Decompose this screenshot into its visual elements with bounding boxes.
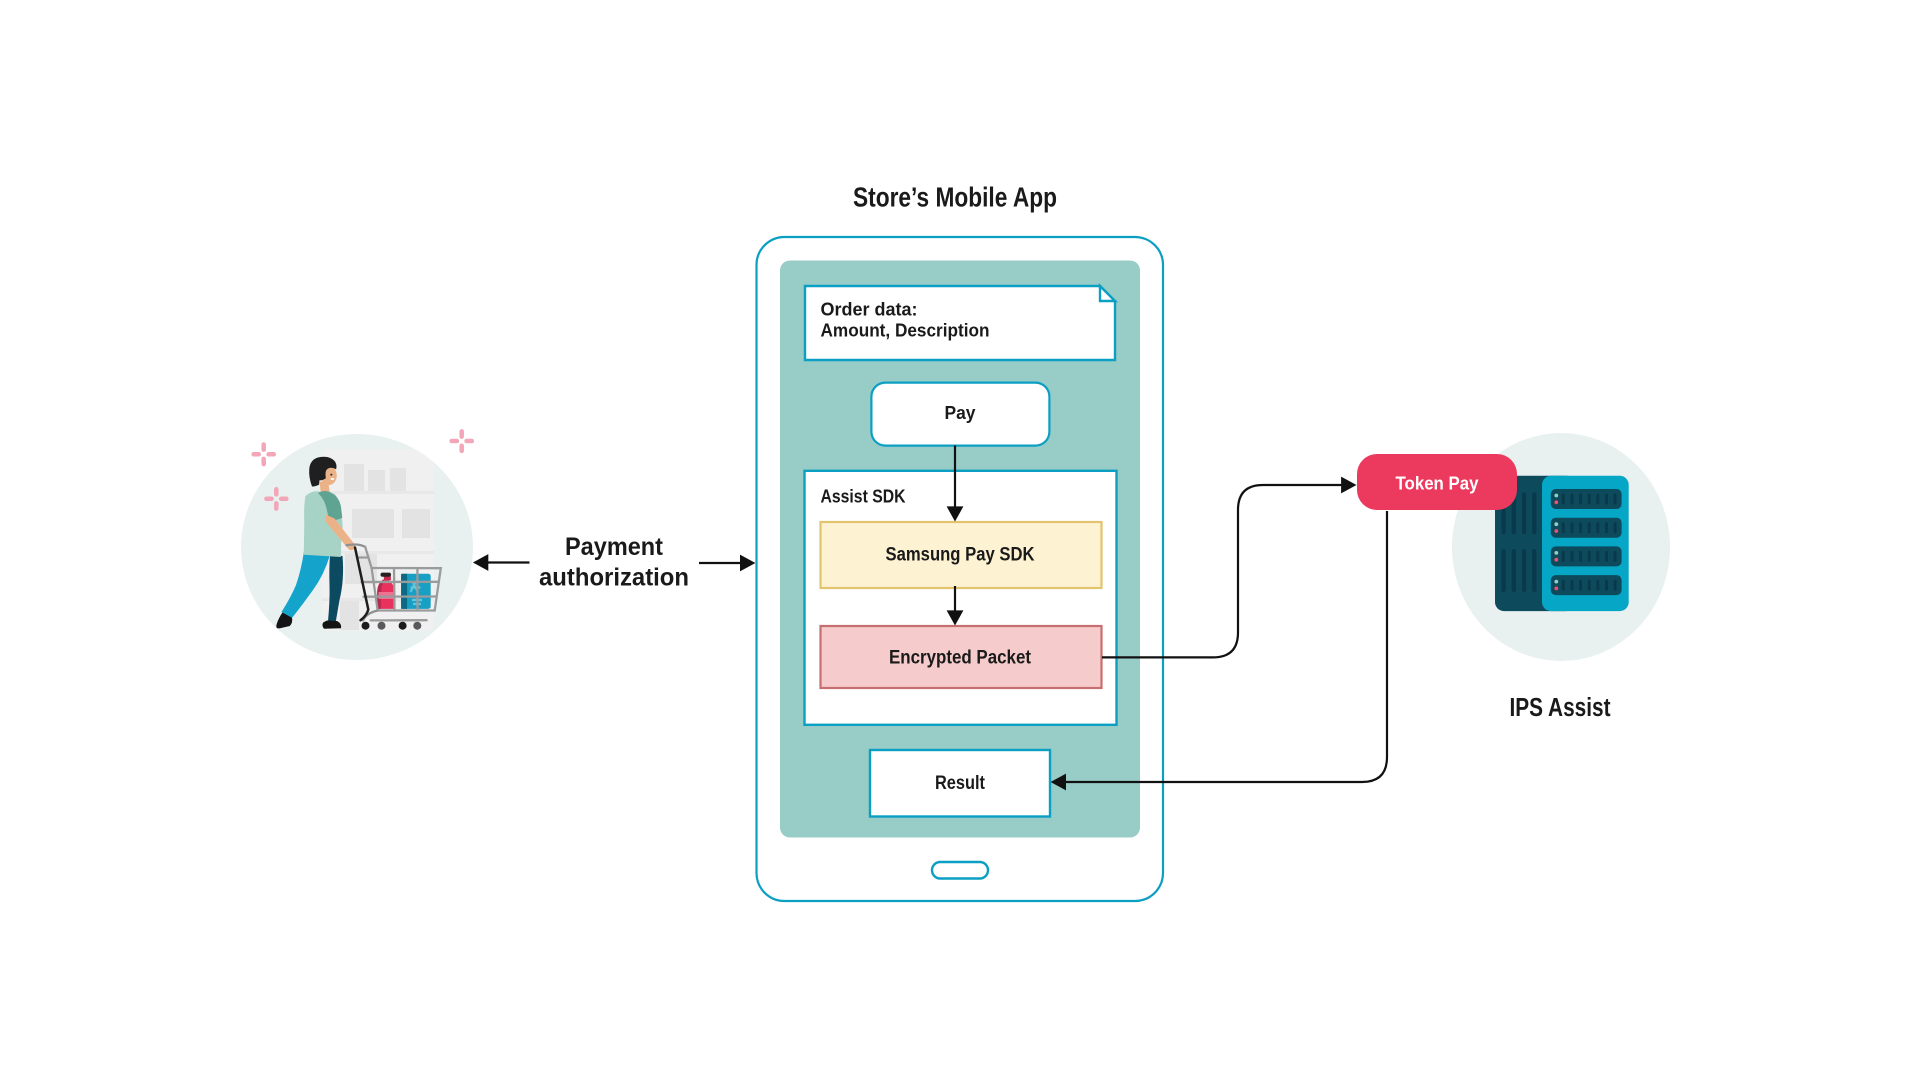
svg-text:Store’s Mobile App: Store’s Mobile App (853, 182, 1057, 213)
svg-text:IPS Assist: IPS Assist (1510, 694, 1611, 722)
svg-text:Payment: Payment (565, 533, 664, 561)
svg-text:Amount, Description: Amount, Description (821, 320, 990, 341)
svg-text:Token Pay: Token Pay (1396, 473, 1480, 494)
svg-text:Assist SDK: Assist SDK (821, 485, 907, 506)
svg-text:Samsung Pay SDK: Samsung Pay SDK (886, 545, 1035, 566)
svg-text:authorization: authorization (539, 564, 689, 592)
svg-text:Pay: Pay (945, 402, 977, 423)
svg-text:Result: Result (935, 772, 985, 794)
svg-text:Encrypted Packet: Encrypted Packet (889, 648, 1032, 669)
svg-text:Order data:: Order data: (821, 299, 918, 320)
